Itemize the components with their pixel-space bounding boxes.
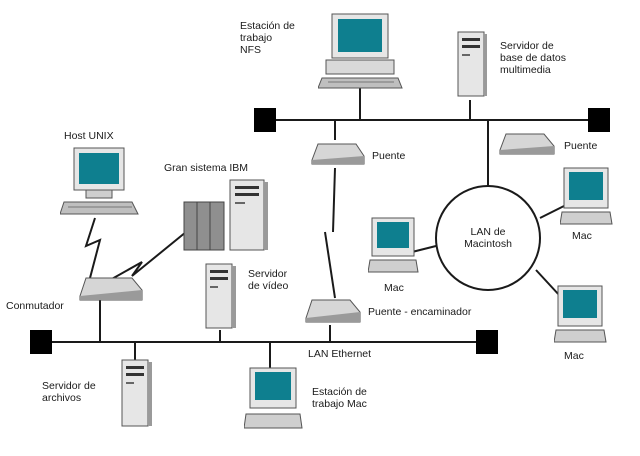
tower-server-icon [121, 359, 152, 427]
multimedia-server-label: Servidor de base de datos multimedia [500, 40, 566, 76]
bridge-right-label: Puente [564, 140, 598, 152]
mainframe-icon [183, 179, 268, 251]
bus-terminator-icon [30, 108, 610, 354]
mac-bottom-label: Mac [564, 350, 584, 362]
tower-server-icon [205, 263, 236, 329]
switch-icon [79, 277, 143, 301]
video-server-label: Servidor de vídeo [248, 268, 289, 292]
ethernet-lan-label: LAN Ethernet [308, 348, 372, 360]
router-icon [305, 299, 361, 323]
tower-server-icon [457, 31, 487, 97]
mac-workstation-label: Estación de trabajo Mac [312, 386, 367, 410]
workstation-icon [60, 147, 139, 215]
bridge-router-label: Puente - encaminador [368, 306, 472, 318]
file-server-label: Servidor de archivos [42, 380, 96, 404]
nfs-workstation-label: Estación de trabajo NFS [240, 20, 295, 56]
bridge-icon [499, 133, 555, 155]
localtalk-lan-label: LAN de Macintosh [464, 226, 512, 250]
bridge-icon [311, 143, 365, 165]
lightning-link-icon [84, 217, 187, 281]
switch-label: Conmutador [6, 300, 64, 312]
ibm-system-label: Gran sistema IBM [164, 162, 249, 174]
mac-computer-icon [560, 167, 613, 225]
unix-host-label: Host UNIX [64, 130, 114, 142]
bridge-label: Puente [372, 150, 406, 162]
mac-right-label: Mac [572, 230, 592, 242]
mac-left-label: Mac [384, 282, 404, 294]
mac-computer-icon [368, 217, 419, 273]
workstation-icon [318, 13, 403, 89]
mac-computer-icon [554, 285, 607, 343]
mac-computer-icon [244, 367, 303, 429]
ring-network-icon [435, 185, 541, 291]
